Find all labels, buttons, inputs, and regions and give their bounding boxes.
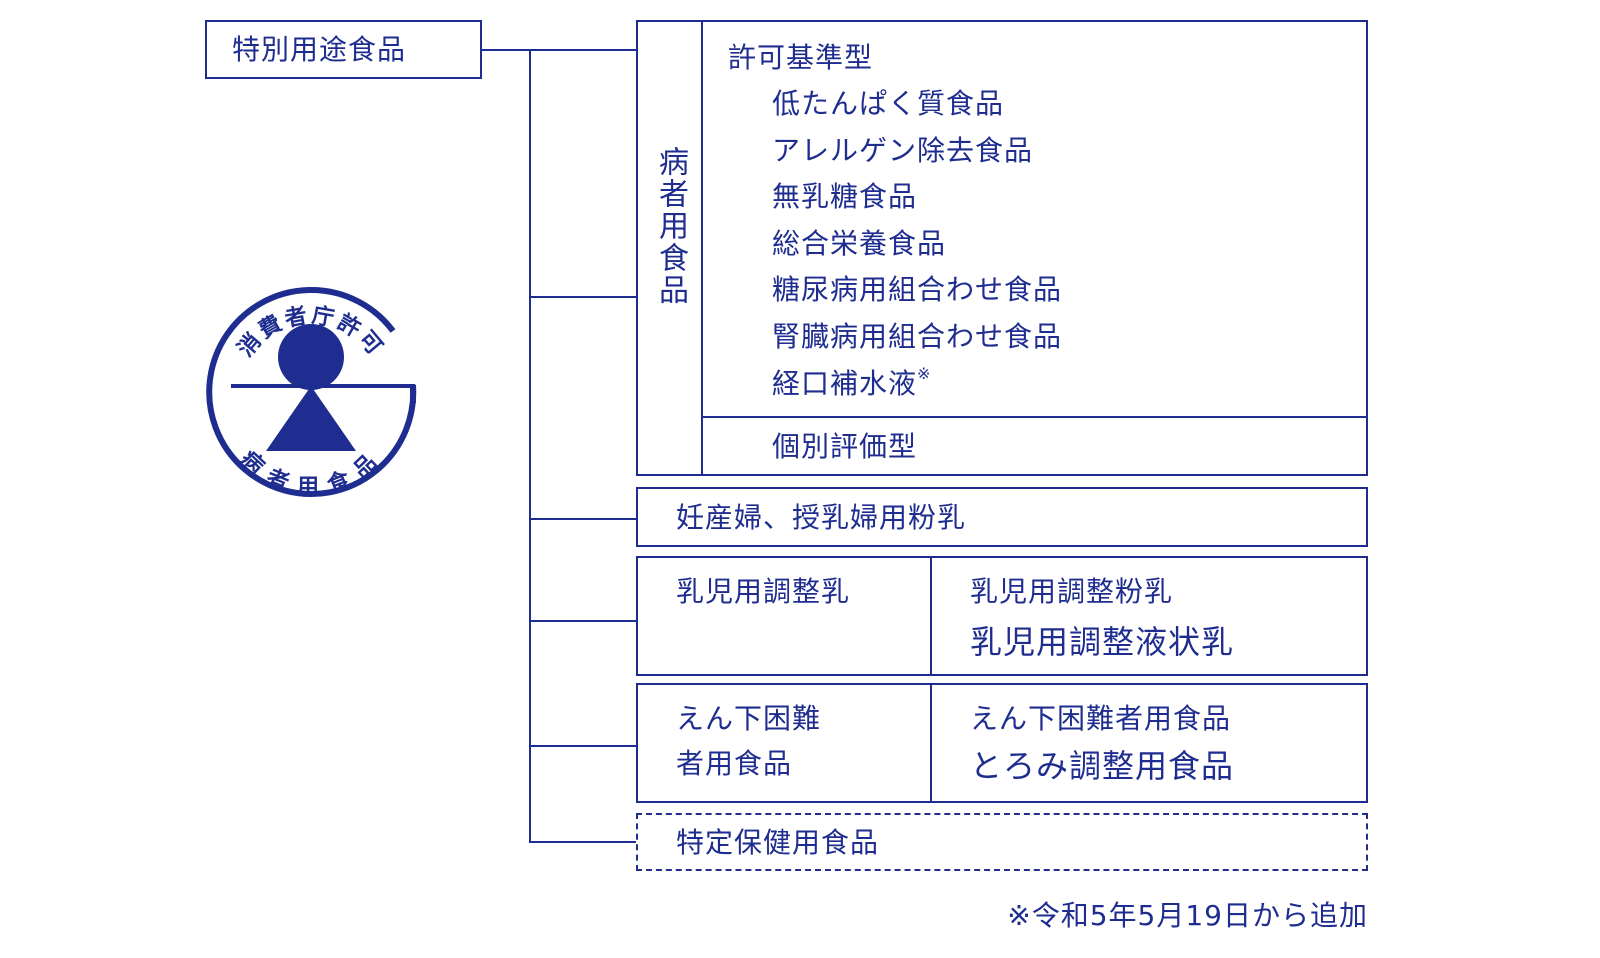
root-category-box: [205, 20, 482, 79]
root-category-label: 特別用途食品: [232, 33, 407, 66]
consumer-affairs-seal-icon: 消費者庁許可 病者用食品: [206, 287, 417, 501]
permit-item-with-mark: 経口補水液※: [772, 366, 931, 400]
dysphagia-box: [636, 683, 1368, 803]
sick-food-category-label: 病者用食品: [653, 146, 688, 306]
dysphagia-label-line2: 者用食品: [676, 747, 793, 780]
permit-item: 低たんぱく質食品: [772, 87, 1005, 120]
connector-maternal: [529, 518, 636, 520]
infant-box: [636, 556, 1368, 676]
connector-sick-food: [529, 296, 636, 298]
foshu-label: 特定保健用食品: [676, 826, 880, 859]
permit-item: 総合栄養食品: [772, 227, 947, 260]
connector-dysphagia: [529, 745, 636, 747]
individual-evaluation-label: 個別評価型: [772, 430, 918, 463]
maternal-box: [636, 487, 1368, 547]
sick-food-row-divider: [701, 416, 1368, 418]
foshu-box: [636, 813, 1368, 871]
infant-divider: [930, 556, 932, 676]
dysphagia-item: えん下困難者用食品: [970, 702, 1232, 735]
connector-root: [482, 49, 638, 51]
dysphagia-item: とろみ調整用食品: [970, 747, 1235, 785]
connector-trunk: [529, 49, 531, 843]
permit-item-label: 経口補水液: [772, 367, 918, 400]
permit-item: アレルゲン除去食品: [772, 134, 1034, 167]
dysphagia-divider: [930, 683, 932, 803]
infant-item: 乳児用調整粉乳: [970, 575, 1174, 608]
permit-item: 糖尿病用組合わせ食品: [772, 273, 1063, 306]
permit-standard-label: 許可基準型: [728, 41, 874, 74]
dysphagia-label-line1: えん下困難: [676, 702, 822, 735]
permit-item: 無乳糖食品: [772, 180, 918, 213]
permit-item: 腎臓病用組合わせ食品: [772, 320, 1063, 353]
sick-food-divider: [701, 20, 703, 476]
infant-label: 乳児用調整乳: [676, 575, 851, 608]
infant-item: 乳児用調整液状乳: [970, 623, 1235, 661]
footnote: ※令和5年5月19日から追加: [1007, 899, 1368, 932]
connector-infant: [529, 620, 636, 622]
connector-foshu: [529, 841, 636, 843]
sick-food-box: [636, 20, 1368, 476]
footnote-mark: ※: [917, 364, 932, 383]
maternal-label: 妊産婦、授乳婦用粉乳: [676, 501, 967, 534]
seal-bottom-text: 病者用食品: [235, 446, 386, 501]
